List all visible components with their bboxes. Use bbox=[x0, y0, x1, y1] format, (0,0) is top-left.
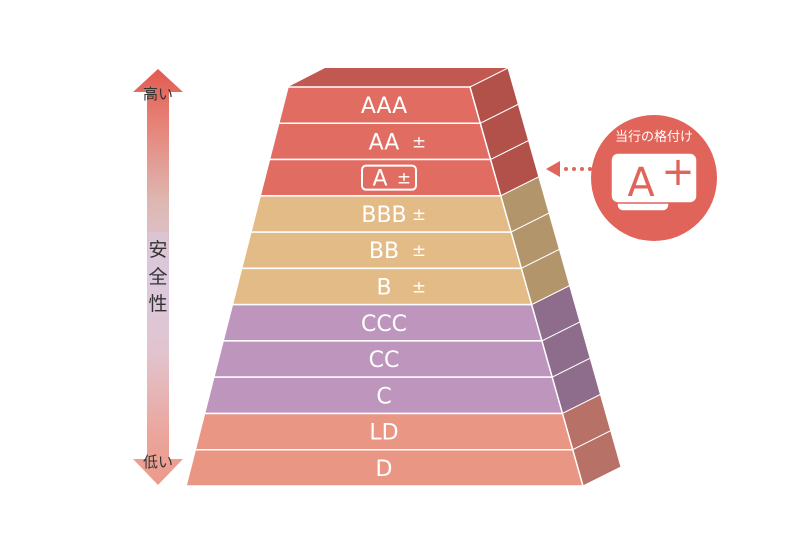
pyramid-tier-d bbox=[185, 448, 584, 487]
tier-label: C bbox=[376, 384, 391, 409]
axis-low-label: 低い bbox=[143, 453, 173, 471]
tier-label: BB bbox=[369, 239, 399, 264]
pointer-arrowhead bbox=[546, 161, 560, 177]
tier-plusminus: ± bbox=[412, 132, 426, 152]
tier-plusminus: ± bbox=[412, 205, 426, 225]
axis-title-char: 性 bbox=[148, 293, 167, 315]
pointer-arrow bbox=[546, 161, 592, 177]
axis-title-char: 全 bbox=[148, 266, 167, 288]
pointer-dot bbox=[580, 167, 584, 171]
badge-modifier: + bbox=[661, 149, 695, 195]
axis-high-label: 高い bbox=[143, 85, 173, 103]
pointer-dot bbox=[564, 167, 568, 171]
badge-grade: A bbox=[627, 160, 655, 206]
badge-tile bbox=[610, 152, 698, 204]
pointer-dot bbox=[572, 167, 576, 171]
tier-label: AAA bbox=[361, 94, 407, 119]
pointer-dot bbox=[588, 167, 592, 171]
safety-axis: 高い 低い 安 全 性 bbox=[133, 69, 183, 485]
current-rating-highlight bbox=[361, 164, 417, 191]
tier-plusminus: ± bbox=[412, 241, 426, 261]
axis-title-backing bbox=[148, 232, 168, 314]
tier-label: AA bbox=[369, 130, 400, 155]
tier-label: CC bbox=[369, 348, 400, 373]
badge-caption: 当行の格付け bbox=[615, 129, 693, 145]
tier-label: D bbox=[376, 457, 393, 482]
tier-label: B bbox=[376, 276, 391, 301]
tier-label: CCC bbox=[361, 312, 407, 337]
tier-label: LD bbox=[369, 421, 398, 446]
axis-title-char: 安 bbox=[148, 239, 167, 261]
tier-plusminus: ± bbox=[397, 169, 411, 189]
pyramid-top-face bbox=[288, 68, 508, 87]
tier-label: A bbox=[372, 167, 387, 192]
tier-label: BBB bbox=[361, 203, 406, 228]
bank-rating-badge: 当行の格付け A + bbox=[591, 115, 717, 241]
tier-plusminus: ± bbox=[412, 278, 426, 298]
